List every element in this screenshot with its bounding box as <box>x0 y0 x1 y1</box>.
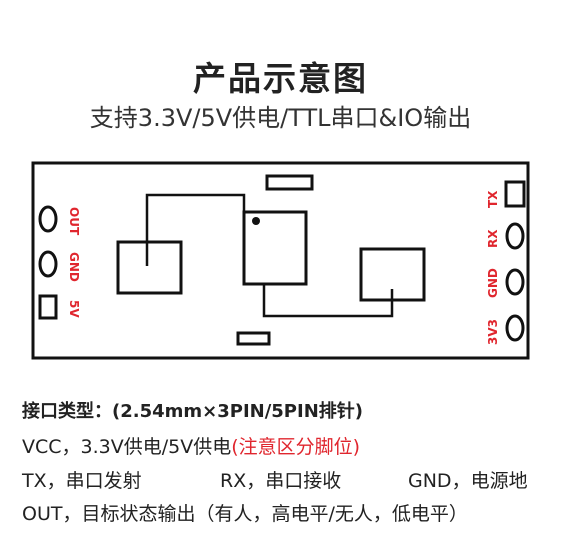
right-label-gnd: GND <box>486 268 500 298</box>
right-label-tx: TX <box>486 190 500 208</box>
left-antenna-pad <box>116 240 183 295</box>
left-label-out: OUT <box>67 207 81 236</box>
right-label-rx: RX <box>486 229 500 248</box>
vcc-note: (注意区分脚位) <box>231 436 361 458</box>
rx-text: RX，串口接收 <box>220 470 342 492</box>
left-pin-gnd <box>38 250 58 278</box>
chip-pin1-dot <box>252 217 260 225</box>
left-antenna-trace <box>145 193 246 266</box>
left-pin-out <box>38 205 58 233</box>
left-pin-5v <box>38 294 58 320</box>
right-antenna-pad <box>359 247 426 302</box>
chip-bottom-trace <box>262 284 394 318</box>
gnd-text: GND，电源地 <box>408 470 528 492</box>
vcc-desc: VCC，3.3V供电/5V供电 <box>22 436 232 458</box>
left-label-gnd: GND <box>67 252 81 282</box>
page-title: 产品示意图 <box>193 59 368 98</box>
left-label-5v: 5V <box>67 300 81 318</box>
interface-type-text: 接口类型：(2.54mm×3PIN/5PIN排针) <box>22 401 363 422</box>
out-text: OUT，目标状态输出（有人，高电平/无人，低电平） <box>22 503 468 525</box>
top-small-component <box>265 174 314 191</box>
right-pin-rx <box>505 222 525 250</box>
right-pin-3v3 <box>505 314 525 342</box>
bottom-small-component <box>236 331 271 346</box>
page-subtitle: 支持3.3V/5V供电/TTL串口&IO输出 <box>89 104 472 132</box>
right-label-3v3: 3V3 <box>486 319 500 345</box>
tx-text: TX，串口发射 <box>22 470 142 492</box>
board-outline <box>31 161 530 360</box>
right-pin-gnd <box>505 268 525 296</box>
main-chip <box>242 210 308 286</box>
right-pin-tx <box>504 180 526 208</box>
vcc-text: VCC，3.3V供电/5V供电(注意区分脚位) <box>22 432 360 459</box>
